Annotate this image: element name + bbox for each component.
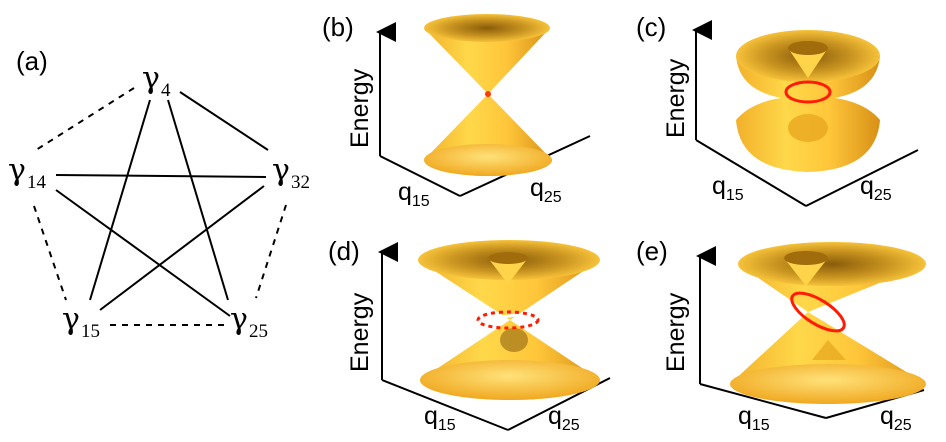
edge-25-32 [255,204,287,299]
inner-cone-upper [788,48,828,78]
gamma-subscript: 32 [290,172,310,193]
gamma-subscript: 14 [26,172,46,193]
gamma-symbol: γ [230,302,248,337]
upper-cone-rim [738,242,926,286]
crossing-white-line [479,310,539,322]
energy-label: Energy [346,68,374,148]
gamma-symbol: γ [142,61,160,96]
panel-b: Energy q15 q25 [346,14,591,210]
node-gamma-14: γ14 [8,153,46,193]
edge-4-25 [167,99,229,301]
inner-cone-rim [788,41,828,55]
gamma-symbol: γ [272,153,290,188]
crossing-ring [790,291,846,333]
panel-label-e: (e) [636,236,668,266]
gamma-subscript: 15 [80,321,100,342]
q15-label: q15 [424,402,456,434]
edge-4-14 [35,87,135,151]
edge-4-32 [179,91,269,151]
edge-14-25 [55,189,231,317]
upper-cone [424,28,550,94]
inner-cone-lower [812,340,846,360]
edge-14-15 [33,205,67,301]
graph-edges-dashed [33,87,287,326]
dirac-point [485,91,491,97]
axes-c [692,20,919,207]
q15-label: q15 [712,172,744,204]
node-gamma-15: γ15 [62,302,100,342]
inner-cone-rim [784,251,828,265]
shadow-blob [500,328,528,352]
node-gamma-32: γ32 [272,153,310,193]
node-gamma-4: γ4 [142,61,170,101]
panel-label-c: (c) [636,12,667,42]
q15-axis [379,155,461,197]
q15-axis [699,383,827,419]
q15-label: q15 [398,178,430,210]
gamma-subscript: 25 [248,321,268,342]
upper-cone-rim [424,14,550,42]
q25-axis [805,149,919,207]
q15-label: q15 [738,402,770,434]
panel-label-b: (b) [322,12,354,42]
node-gamma-25: γ25 [230,302,268,342]
q25-label: q25 [530,174,562,206]
q15-axis [695,139,807,207]
energy-label: Energy [346,292,374,372]
q25-label: q25 [548,402,580,434]
q15-axis [381,379,509,431]
crossing-ring-dashed [476,310,540,330]
edge-14-32 [55,174,267,178]
gamma-subscript: 4 [160,80,171,101]
inner-cone [784,258,828,286]
panel-label-d: (d) [328,236,360,266]
inner-cone [488,258,528,284]
energy-label: Energy [662,58,690,138]
panel-e: Energy q15 q25 [662,242,926,434]
gamma-symbol: γ [8,153,26,188]
lower-cone-base [730,364,926,404]
panel-label-a: (a) [16,46,48,76]
lower-cone-base [420,360,600,400]
panel-d: Energy q15 q25 [346,240,611,434]
energy-label: Energy [662,292,690,372]
graph-edges [55,91,269,317]
edge-4-15 [89,99,151,301]
lower-inner-cone [788,114,828,142]
panel-c: Energy q15 q25 [662,20,919,207]
crossing-ring [784,80,832,104]
lower-cone-base [424,144,552,176]
inner-cone-rim [488,252,528,264]
q25-label: q25 [860,172,892,204]
q25-label: q25 [880,402,912,434]
edge-15-32 [99,185,265,311]
gamma-symbol: γ [62,302,80,337]
